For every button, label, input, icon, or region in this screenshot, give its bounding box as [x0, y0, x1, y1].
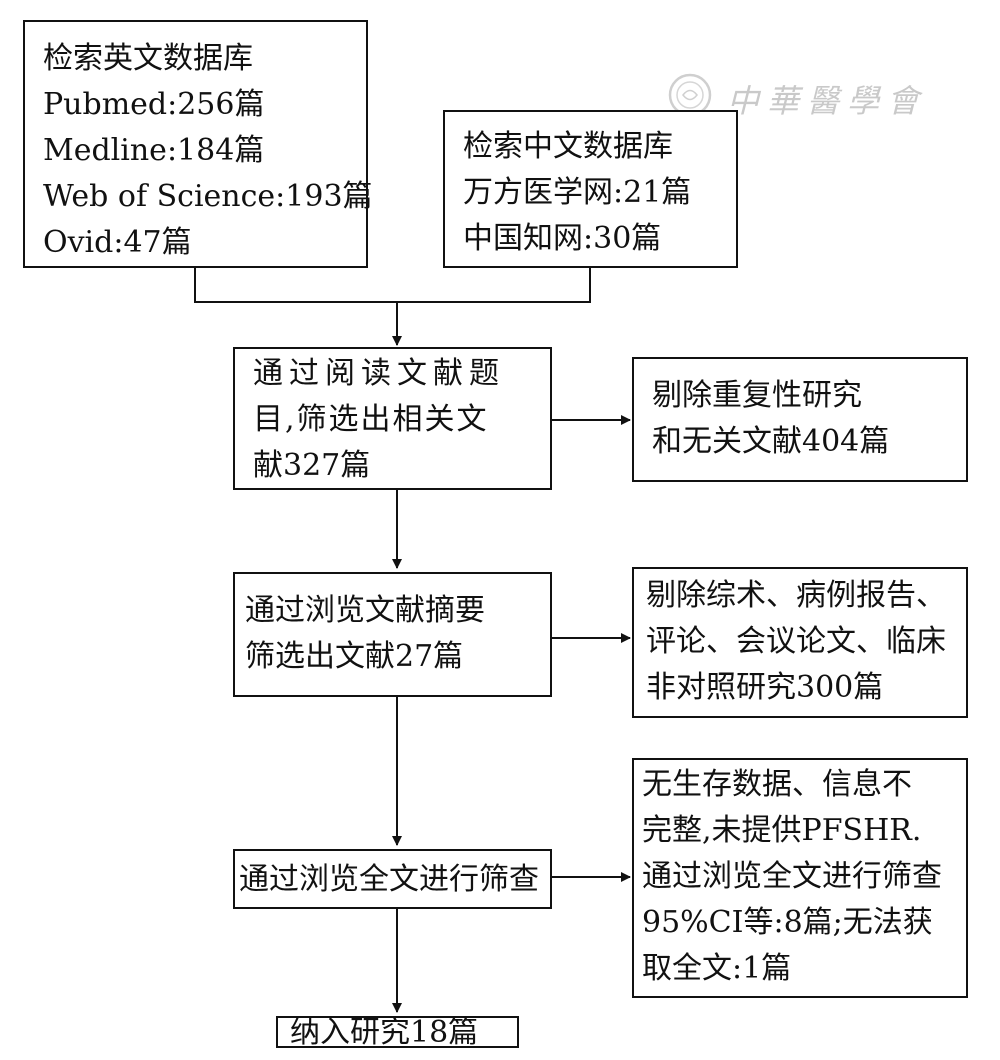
box-line: 检索中文数据库 [463, 129, 673, 164]
box-line: Web of Science:193篇 [43, 179, 373, 214]
box-line: 95%CI等:8篇;无法获 [642, 905, 933, 940]
exclude-reviews-box: 剔除综术、病例报告、 评论、会议论文、临床 非对照研究300篇 [632, 567, 968, 718]
step-abstracts-box: 通过浏览文献摘要 筛选出文献27篇 [233, 572, 552, 697]
box-line: 评论、会议论文、临床 [646, 624, 946, 659]
box-line: 目,筛选出相关文 [253, 402, 489, 437]
step-fulltext-box: 通过浏览全文进行筛查 [233, 849, 552, 909]
exclude-fulltext-box: 无生存数据、信息不 完整,未提供PFSHR. 通过浏览全文进行筛查 95%CI等… [632, 758, 968, 998]
box-line: 剔除重复性研究 [652, 378, 862, 413]
search-chinese-box: 检索中文数据库 万方医学网:21篇 中国知网:30篇 [443, 110, 738, 268]
box-line: 筛选出文献27篇 [245, 639, 464, 674]
box-line: 献327篇 [253, 448, 371, 483]
box-line: 无生存数据、信息不 [642, 767, 912, 802]
box-line: 检索英文数据库 [43, 41, 253, 76]
box-line: 纳入研究18篇 [290, 1015, 479, 1050]
box-line: 万方医学网:21篇 [463, 175, 692, 210]
included-studies-box: 纳入研究18篇 [276, 1016, 519, 1048]
box-line: 剔除综术、病例报告、 [646, 578, 946, 613]
watermark: 中華醫學會 [665, 70, 965, 120]
box-line: 通过阅读文献题 [253, 356, 505, 391]
box-line: 通过浏览文献摘要 [245, 593, 485, 628]
box-line: Pubmed:256篇 [43, 87, 265, 122]
box-line: 完整,未提供PFSHR. [642, 813, 922, 848]
step-titles-box: 通过阅读文献题 目,筛选出相关文 献327篇 [233, 347, 552, 490]
box-line: 取全文:1篇 [642, 951, 792, 986]
box-line: Medline:184篇 [43, 133, 265, 168]
search-english-box: 检索英文数据库 Pubmed:256篇 Medline:184篇 Web of … [23, 20, 373, 268]
box-line: Ovid:47篇 [43, 225, 192, 260]
box-line: 通过浏览全文进行筛查 [642, 859, 942, 894]
exclude-duplicates-box: 剔除重复性研究 和无关文献404篇 [632, 357, 968, 482]
box-line: 中国知网:30篇 [463, 221, 662, 256]
box-line: 非对照研究300篇 [646, 670, 884, 705]
box-line: 通过浏览全文进行筛查 [239, 862, 539, 897]
watermark-text: 中華醫學會 [727, 82, 928, 120]
box-line: 和无关文献404篇 [652, 424, 890, 459]
merge-connector [194, 268, 591, 303]
